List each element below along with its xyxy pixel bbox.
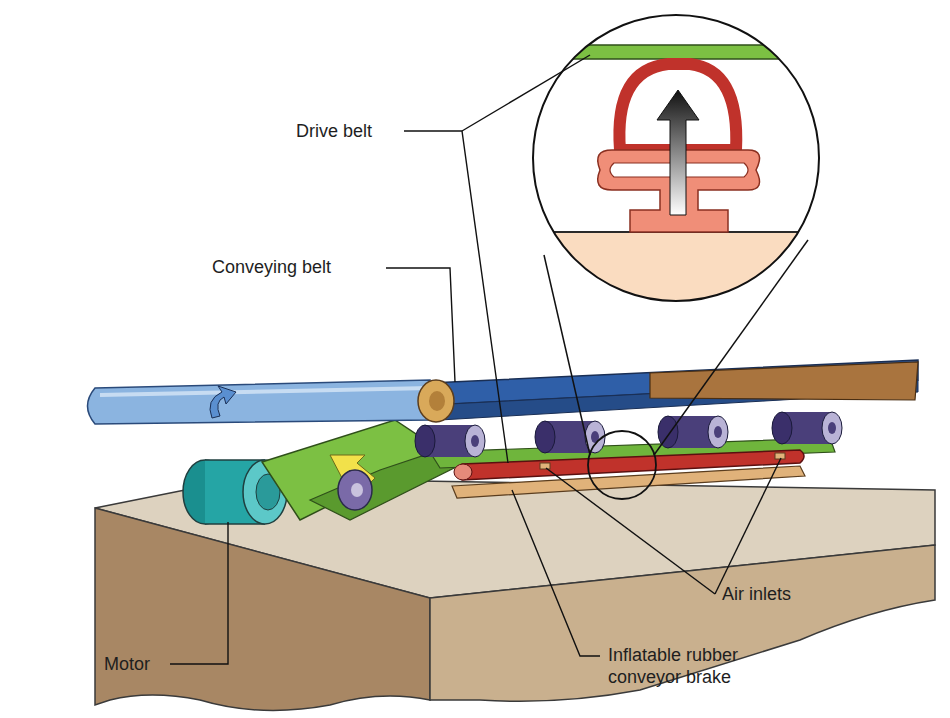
pressure-arrow bbox=[657, 90, 699, 215]
base-front bbox=[95, 508, 430, 710]
part-label: Inflatable rubber conveyor brake bbox=[608, 644, 763, 688]
leader-lines bbox=[170, 55, 781, 664]
part-label: Motor bbox=[104, 653, 184, 675]
zoom-marker bbox=[588, 431, 656, 499]
conveying-belt bbox=[430, 360, 918, 405]
conveying-belt bbox=[88, 380, 431, 424]
rotation-arrow bbox=[210, 386, 236, 418]
part-label: Air inlets bbox=[722, 583, 852, 605]
conveyed-load bbox=[650, 362, 918, 400]
zoom-line bbox=[544, 255, 590, 455]
brake-tube bbox=[457, 450, 804, 480]
idler-rollers bbox=[415, 412, 842, 457]
base-side bbox=[430, 545, 935, 701]
head-pulley bbox=[418, 380, 454, 422]
part-label: Conveying belt bbox=[212, 256, 392, 278]
drive-roller bbox=[338, 470, 372, 510]
part-label: Drive belt bbox=[296, 120, 426, 142]
